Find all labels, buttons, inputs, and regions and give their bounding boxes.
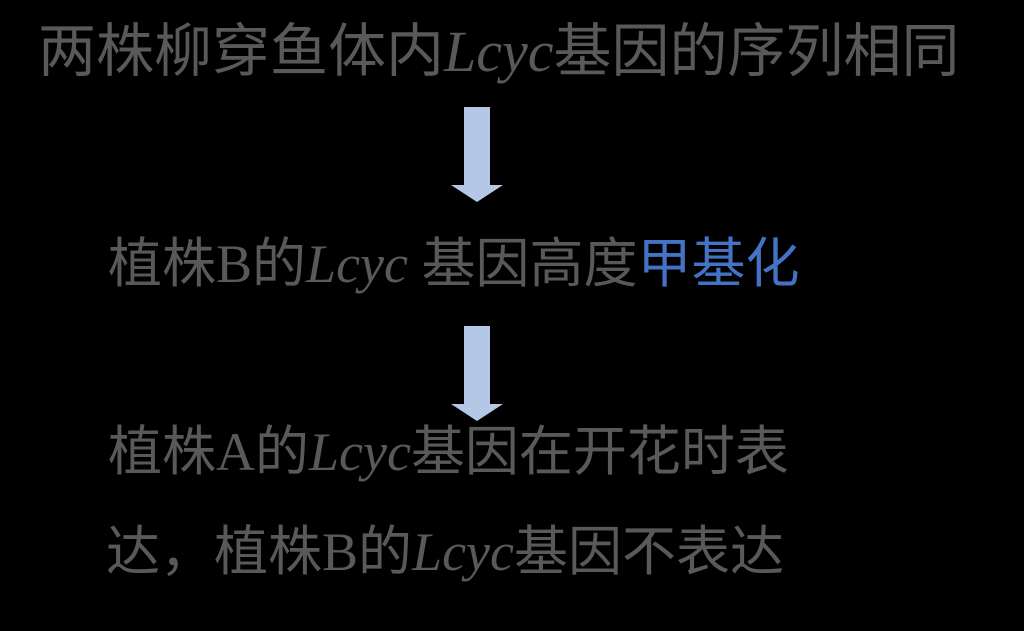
step2-prefix: 植株B的 (108, 234, 307, 294)
down-arrow-icon (451, 107, 503, 202)
step3-line1-suffix: 基因在开花时表 (410, 422, 789, 482)
down-arrow-icon (451, 326, 503, 421)
methylation-highlight: 甲基化 (637, 234, 800, 294)
step2-text: 植株B的Lcyc 基因高度甲基化 (108, 236, 799, 293)
step2-middle: 基因高度 (407, 234, 638, 294)
gene-name-italic: Lcyc (444, 19, 554, 84)
step3-line2-suffix: 基因不表达 (513, 522, 784, 582)
gene-name-italic: Lcyc (412, 522, 514, 582)
step3-text-line2: 达，植株B的Lcyc基因不表达 (106, 524, 784, 581)
gene-name-italic: Lcyc (306, 234, 408, 294)
step1-suffix: 基因的序列相同 (553, 19, 960, 84)
step1-text: 两株柳穿鱼体内Lcyc基因的序列相同 (38, 19, 960, 84)
step3-text-line1: 植株A的Lcyc基因在开花时表 (108, 424, 789, 481)
gene-name-italic: Lcyc (309, 422, 411, 482)
step3-line2-prefix: 达，植株B的 (106, 522, 413, 582)
step3-line1-prefix: 植株A的 (108, 422, 309, 482)
step1-prefix: 两株柳穿鱼体内 (38, 19, 445, 84)
